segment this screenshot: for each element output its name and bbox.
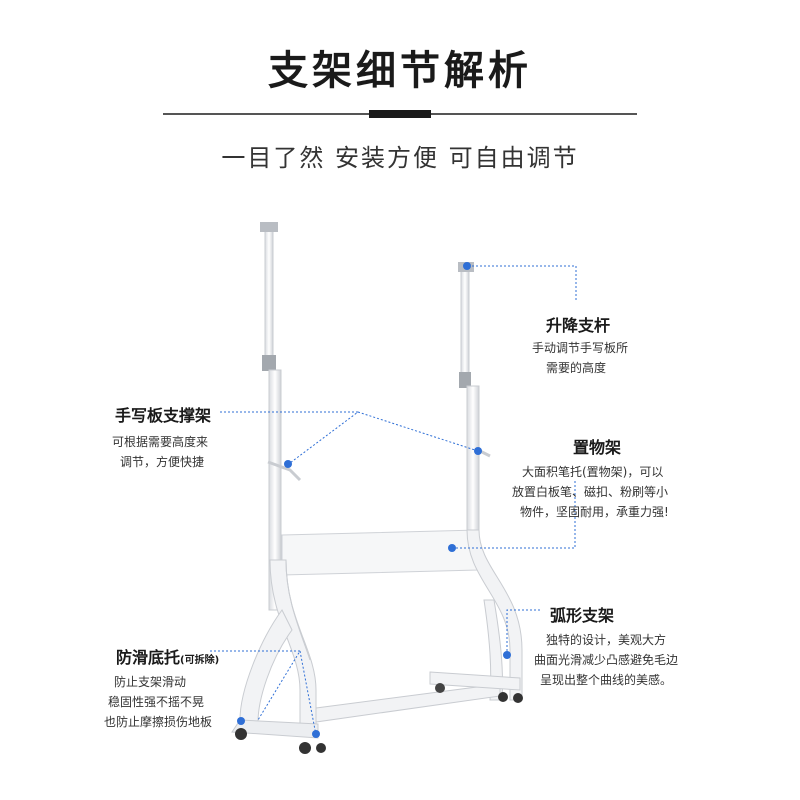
page-title: 支架细节解析 bbox=[268, 48, 532, 94]
callout-line: 曲面光滑减少凸感避免毛边 bbox=[534, 653, 679, 667]
callout-line: 手动调节手写板所 bbox=[532, 341, 629, 355]
callout-line: 独特的设计，美观大方 bbox=[546, 633, 667, 647]
callout-arc-frame-desc: 独特的设计，美观大方 曲面光滑减少凸感避免毛边 呈现出整个曲线的美感。 bbox=[534, 630, 678, 690]
callout-line: 物件，坚固耐用，承重力强! bbox=[520, 505, 669, 519]
callout-base-title-note: (可拆除) bbox=[180, 655, 220, 666]
callout-line: 放置白板笔、磁扣、粉刷等小 bbox=[512, 485, 669, 499]
page-subtitle: 一目了然 安装方便 可自由调节 bbox=[221, 144, 579, 172]
callout-base-title: 防滑底托(可拆除) bbox=[116, 644, 219, 668]
divider-accent bbox=[369, 110, 431, 118]
callout-line: 调节，方便快捷 bbox=[120, 455, 205, 469]
callout-line: 可根据需要高度来 bbox=[112, 435, 209, 449]
callout-line: 需要的高度 bbox=[546, 361, 607, 375]
callout-lift-pole-desc: 手动调节手写板所 需要的高度 bbox=[532, 338, 628, 378]
callout-board-support-desc: 可根据需要高度来 调节，方便快捷 bbox=[112, 432, 208, 472]
callout-arc-frame-title: 弧形支架 bbox=[550, 606, 615, 625]
callout-line: 呈现出整个曲线的美感。 bbox=[540, 673, 673, 687]
callout-base-title-text: 防滑底托 bbox=[116, 648, 181, 667]
callout-line: 防止支架滑动 bbox=[114, 675, 187, 689]
callout-line: 稳固性强不摇不晃 bbox=[108, 695, 205, 709]
callout-line: 大面积笔托(置物架)，可以 bbox=[522, 465, 664, 479]
callout-lift-pole-title: 升降支杆 bbox=[546, 316, 611, 335]
callout-tray-title: 置物架 bbox=[573, 438, 622, 457]
callout-base-desc: 防止支架滑动 稳固性强不摇不晃 也防止摩擦损伤地板 bbox=[104, 672, 212, 732]
callout-tray-desc: 大面积笔托(置物架)，可以 放置白板笔、磁扣、粉刷等小 物件，坚固耐用，承重力强… bbox=[512, 462, 669, 522]
callout-board-support-title: 手写板支撑架 bbox=[115, 406, 212, 425]
callout-line: 也防止摩擦损伤地板 bbox=[104, 715, 213, 729]
